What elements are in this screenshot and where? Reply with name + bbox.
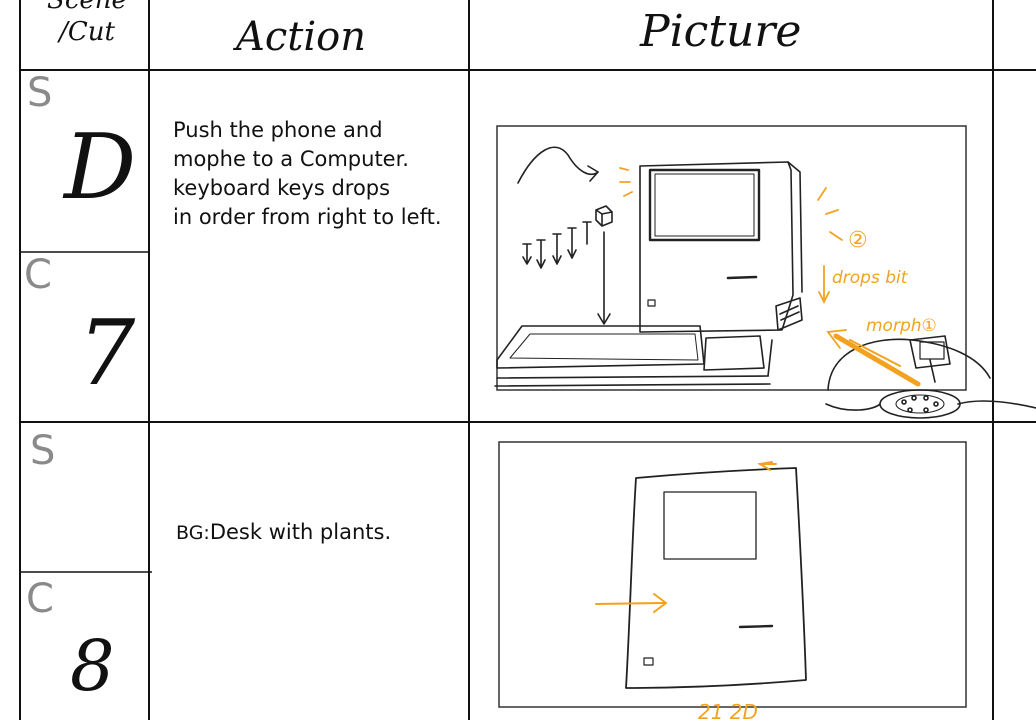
- row2-action-body: Desk with plants.: [209, 520, 392, 544]
- row2-action-text: BG:Desk with plants.: [176, 518, 466, 548]
- annotation-drops-bit: drops bit: [832, 268, 908, 288]
- row1-action-line-4: in order from right to left.: [173, 205, 442, 229]
- header-picture: Picture: [640, 6, 802, 57]
- row2-action-prefix: BG:: [176, 522, 210, 544]
- sketch-1-orange-marks: [619, 167, 921, 387]
- sketch-computer-keyboard-phone: [494, 146, 1036, 419]
- annotation-bottom: 21 2D: [698, 700, 758, 724]
- header-scene-cut: Scene /Cut: [47, 0, 127, 47]
- sketch-2-orange-marks: [595, 461, 777, 613]
- annotation-morph: morph①: [866, 316, 937, 336]
- header-action: Action: [236, 14, 366, 60]
- row1-action-line-3: keyboard keys drops: [173, 176, 391, 200]
- row1-action-line-1: Push the phone and: [173, 118, 383, 142]
- row2-cut-letter: C: [26, 576, 54, 622]
- row1-action-line-2: mophe to a Computer.: [173, 147, 409, 171]
- annotation-step-2: ②: [848, 228, 868, 253]
- sketch-computer-body: [625, 467, 807, 689]
- row1-scene-letter: S: [27, 70, 53, 116]
- row1-cut-letter: C: [24, 252, 52, 298]
- row1-action-text: Push the phone and mophe to a Computer. …: [173, 116, 465, 232]
- row1-scene-value: D: [64, 115, 137, 220]
- picture-frame-1: [496, 125, 967, 391]
- row1-cut-value: 7: [78, 301, 136, 406]
- picture-frame-2: [498, 441, 967, 708]
- row2-cut-value: 8: [70, 625, 115, 707]
- row2-scene-letter: S: [30, 428, 56, 474]
